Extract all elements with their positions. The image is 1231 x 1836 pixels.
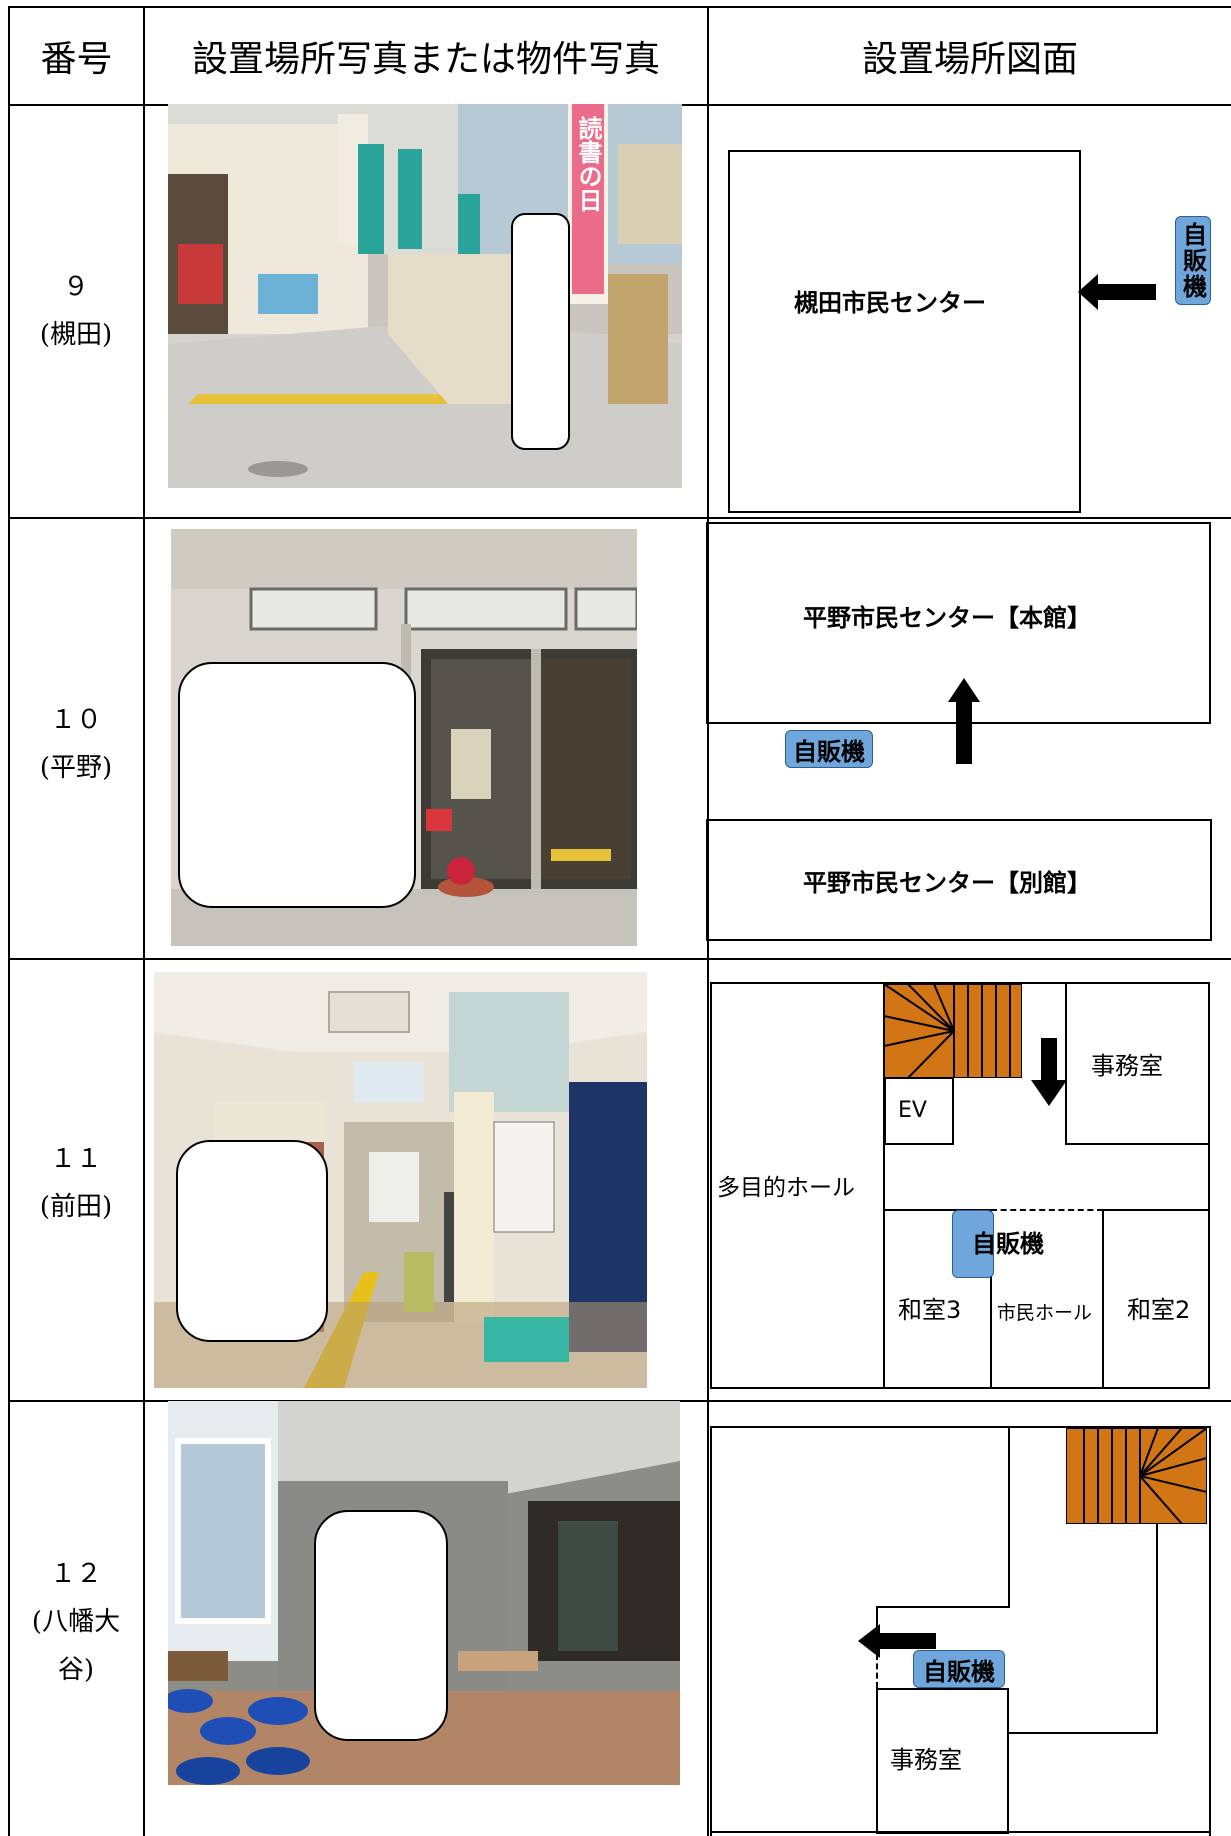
row-number-value: １２ [49, 1559, 102, 1589]
table-border-col1 [143, 6, 145, 1836]
row-number-value: ９ [62, 272, 89, 302]
map-maeda-office-label: 事務室 [1091, 1052, 1163, 1080]
row-area: (平野) [39, 753, 113, 783]
map-maeda-japanese-room-2-label: 和室2 [1127, 1296, 1191, 1324]
map-hirano-main-label: 平野市民センター【本館】 [803, 604, 1091, 632]
map-hirano-annex [706, 819, 1212, 941]
map-yahata-inner-wall-3 [876, 1606, 878, 1626]
photo-hirano-placeholder [178, 662, 416, 908]
table-border-left [8, 6, 10, 1836]
map-maeda-japanese-room-3-label: 和室3 [898, 1296, 962, 1324]
map-maeda-dashed-wall [991, 1209, 1103, 1211]
row-number-11: １１ (前田) [10, 1135, 142, 1231]
table-border-col2 [707, 6, 709, 1836]
map-yahata-wall-left [710, 1426, 712, 1836]
header-number: 番号 [10, 8, 143, 104]
arrow-left-icon [1078, 274, 1156, 310]
header-number-label: 番号 [40, 39, 113, 80]
map-yahata-corridor-wall-1 [1156, 1524, 1158, 1734]
header-photo: 設置場所写真または物件写真 [145, 8, 707, 104]
stairs-icon [1066, 1428, 1207, 1524]
map-maeda-wall-3 [1103, 1209, 1210, 1211]
map-yahata-dashed-wall [876, 1626, 878, 1688]
row-area-line1: (八幡大 [31, 1607, 121, 1637]
arrow-left-icon [858, 1624, 936, 1658]
map-tsukida-building [728, 150, 1081, 513]
row-number-value: １０ [49, 705, 102, 735]
vending-machine-maeda-slot [952, 1210, 994, 1278]
row-number-10: １０ (平野) [10, 696, 142, 792]
map-yahata-wall-top [710, 1426, 1211, 1428]
map-maeda-office [1065, 982, 1210, 1145]
row-area: (槻田) [39, 320, 113, 350]
map-maeda-ev [884, 1077, 954, 1145]
photo-banner-text: 読書の日 [574, 115, 602, 212]
map-yahata-inner-wall-2 [877, 1606, 1010, 1608]
map-yahata-office-label: 事務室 [890, 1746, 962, 1774]
map-maeda-wall-5 [1102, 1210, 1104, 1389]
row-area-line2: 谷) [57, 1655, 95, 1685]
arrow-down-icon [1031, 1038, 1067, 1106]
map-maeda-outline [710, 982, 1210, 1389]
vending-machine-yahata-otani: 自販機 [913, 1650, 1005, 1688]
map-maeda-wall-2 [883, 1209, 991, 1211]
vending-label: 自販機 [1178, 221, 1207, 300]
table-border-top [8, 6, 1231, 8]
map-maeda-wall-1 [883, 982, 885, 1389]
row-number-9: ９ (槻田) [10, 263, 142, 359]
row-number-12: １２ (八幡大 谷) [10, 1550, 142, 1694]
photo-tsukida: 読書の日 [168, 104, 682, 488]
map-maeda-wall-4 [990, 1210, 992, 1389]
vending-label: 自販機 [923, 1657, 995, 1686]
photo-maeda-placeholder [176, 1140, 328, 1342]
photo-tsukida-placeholder [511, 213, 570, 450]
table-border-row-10 [8, 958, 1231, 960]
vending-machine-hirano: 自販機 [785, 730, 873, 768]
row-area: (前田) [39, 1192, 113, 1222]
map-yahata-inner-wall-1 [1008, 1426, 1010, 1607]
map-maeda-ev-label: EV [898, 1098, 927, 1123]
map-hirano-annex-label: 平野市民センター【別館】 [803, 869, 1091, 897]
vending-label: 自販機 [793, 737, 865, 766]
table-border-row-9 [8, 517, 1231, 519]
map-yahata-office [876, 1688, 1009, 1834]
map-maeda-civic-hall-label: 市民ホール [997, 1302, 1093, 1324]
header-photo-label: 設置場所写真または物件写真 [191, 39, 660, 80]
stairs-icon [884, 984, 1022, 1078]
vending-machine-maeda-label: 自販機 [972, 1230, 1044, 1258]
header-map: 設置場所図面 [709, 8, 1231, 104]
row-number-value: １１ [49, 1144, 102, 1174]
map-maeda-multipurpose-label: 多目的ホール [717, 1175, 855, 1201]
map-tsukida-building-label: 槻田市民センター [794, 289, 986, 317]
header-map-label: 設置場所図面 [861, 39, 1078, 80]
photo-tsukida-image: 読書の日 [168, 104, 682, 488]
photo-yahata-otani-placeholder [314, 1510, 448, 1741]
arrow-up-icon [948, 678, 980, 764]
map-yahata-wall-right [1209, 1426, 1211, 1836]
vending-machine-tsukida: 自販機 [1175, 216, 1211, 305]
map-yahata-corridor-wall-2 [1007, 1732, 1158, 1734]
